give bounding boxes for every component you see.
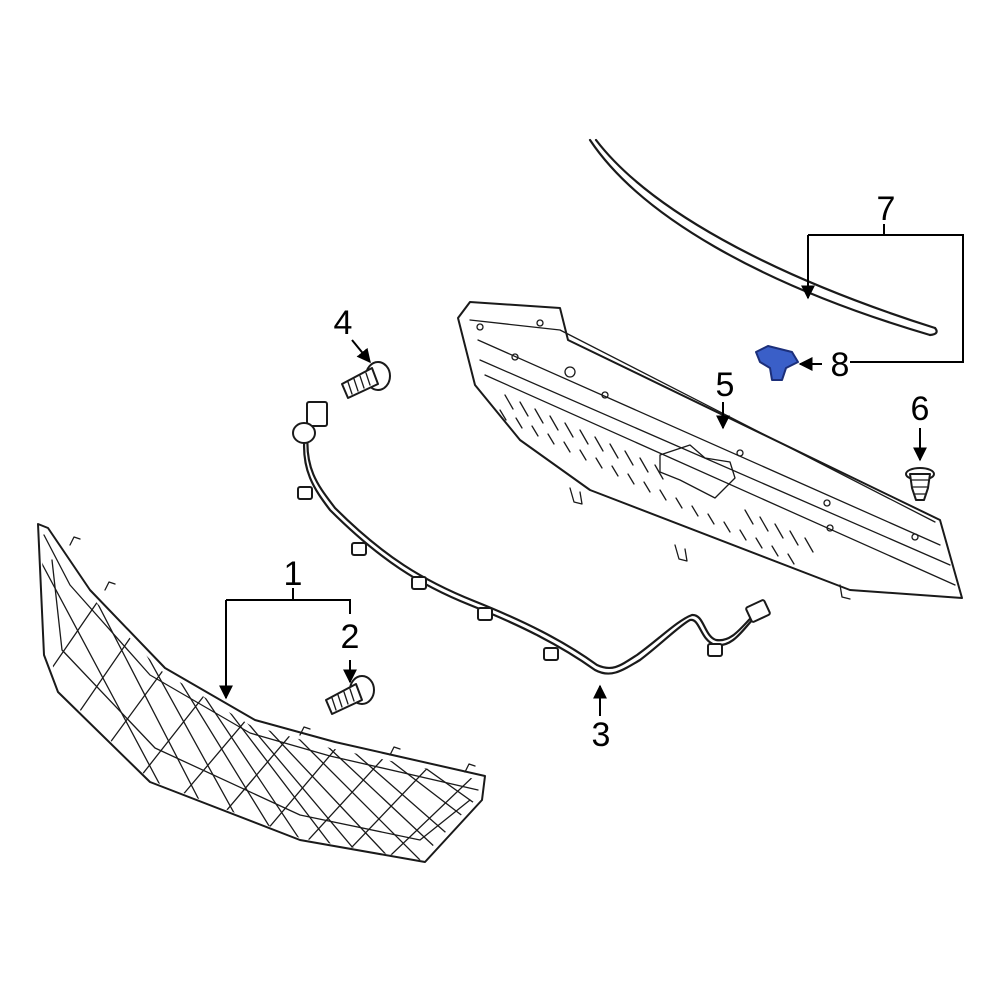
callout-1: 1 xyxy=(284,555,303,593)
grille xyxy=(37,523,486,863)
harness-clips xyxy=(297,486,723,661)
harness-connector-top xyxy=(292,401,328,444)
wiring-harness xyxy=(292,401,771,675)
callout-4: 4 xyxy=(334,304,353,342)
callout-6: 6 xyxy=(911,390,930,428)
callout-8: 8 xyxy=(831,346,850,384)
leader-lines xyxy=(219,224,964,716)
callout-3: 3 xyxy=(592,716,611,754)
callout-5: 5 xyxy=(716,366,735,404)
cover-slots xyxy=(499,394,814,565)
harness-screw xyxy=(341,361,391,399)
cover-holes xyxy=(476,319,919,541)
push-clip xyxy=(905,467,935,501)
callout-2: 2 xyxy=(341,618,360,656)
harness-connector-end xyxy=(745,599,771,623)
callout-labels: 1 2 3 4 5 6 7 8 xyxy=(284,190,930,754)
hood-seal xyxy=(588,138,938,337)
seal-clip xyxy=(755,345,799,381)
grille-mesh xyxy=(40,539,480,860)
radiator-cover xyxy=(457,301,963,600)
callout-7: 7 xyxy=(877,190,896,228)
